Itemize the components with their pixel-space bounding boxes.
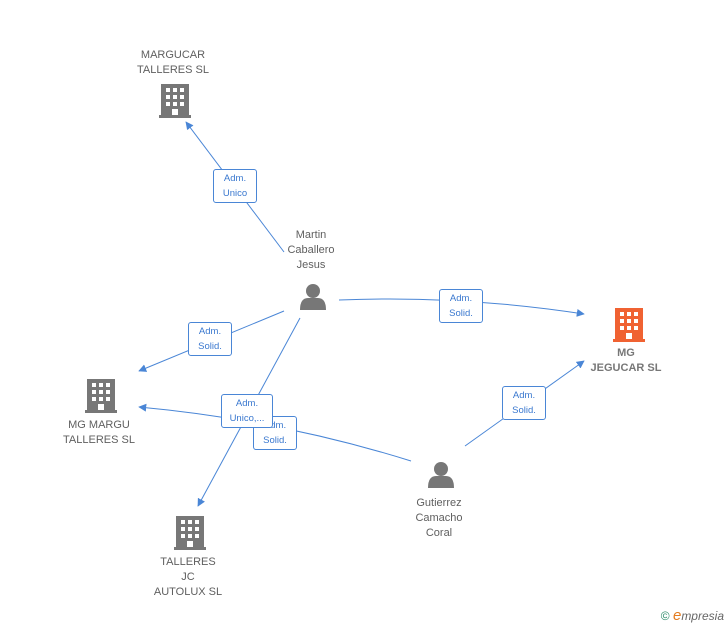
node-label-talleres-jc[interactable]: TALLERES JC AUTOLUX SL (153, 556, 223, 598)
node-label-gutierrez[interactable]: Gutierrez Camacho Coral (415, 497, 463, 539)
edge-label-martin-mg-jegucar[interactable]: Adm. Solid. (439, 289, 483, 323)
building-icon[interactable] (85, 379, 117, 413)
building-icon-highlighted[interactable] (613, 308, 645, 342)
person-icon[interactable] (428, 462, 454, 488)
edge-label-martin-margucar[interactable]: Adm. Unico (213, 169, 257, 203)
node-label-mg-jegucar[interactable]: MG JEGUCAR SL (590, 347, 662, 374)
footer-brand: © empresia (661, 607, 724, 624)
building-icon[interactable] (159, 84, 191, 118)
node-label-mg-margu[interactable]: MG MARGU TALLERES SL (63, 419, 135, 446)
brand-logo: empresia (672, 607, 724, 624)
node-label-margucar[interactable]: MARGUCAR TALLERES SL (137, 49, 209, 76)
node-label-martin[interactable]: Martin Caballero Jesus (287, 229, 335, 271)
edge-label-gutierrez-mg-jegucar[interactable]: Adm. Solid. (502, 386, 546, 420)
copyright-icon: © (660, 609, 670, 623)
edge-label-martin-mg-margu[interactable]: Adm. Solid. (188, 322, 232, 356)
person-icon[interactable] (300, 284, 326, 310)
edge-label-martin-talleres-jc[interactable]: Adm. Unico,... (221, 394, 273, 428)
building-icon[interactable] (174, 516, 206, 550)
